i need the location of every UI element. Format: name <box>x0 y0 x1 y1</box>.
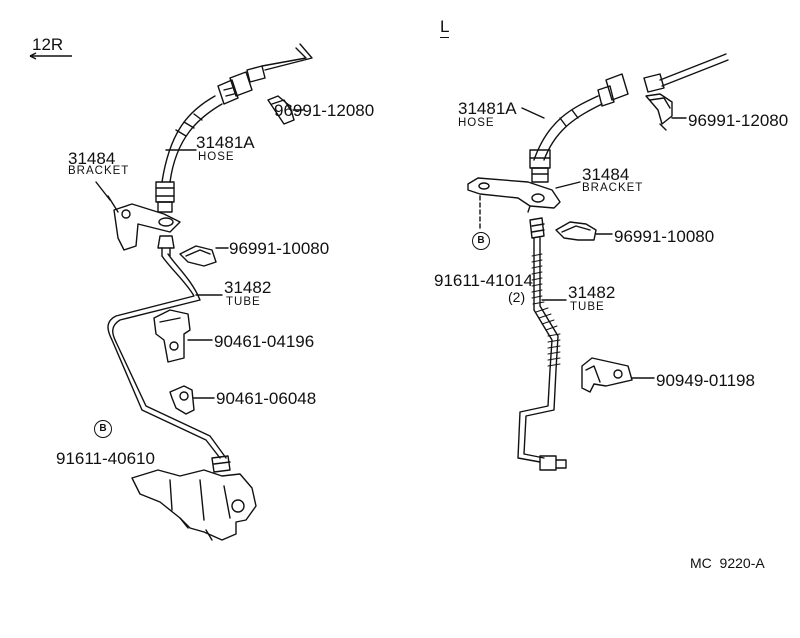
left-clamp-lower <box>169 385 195 415</box>
right-upper-pipe <box>643 53 729 93</box>
right-hose <box>533 95 603 161</box>
left-tube-end-fitting <box>211 455 231 473</box>
right-hose-fitting <box>529 149 551 183</box>
left-tube-nut <box>157 235 175 257</box>
left-clamp-upper-number: 90461-04196 <box>214 332 315 351</box>
left-hose-nut <box>217 71 253 105</box>
left-ref-mark: B <box>94 420 112 438</box>
right-bracket-part-number: 31484 <box>582 165 630 184</box>
right-clip-upper-number: 96991-12080 <box>688 111 789 130</box>
left-tube <box>107 253 227 459</box>
right-clip-middle-number: 96991-10080 <box>614 227 715 246</box>
right-clip-upper <box>645 93 673 131</box>
left-section-title: 12R <box>32 35 64 54</box>
right-bracket <box>467 177 561 213</box>
left-hose <box>161 95 223 183</box>
right-hose-name: HOSE <box>458 117 495 129</box>
left-bracket-name: BRACKET <box>68 165 130 177</box>
left-tube-name: TUBE <box>226 296 261 308</box>
left-clip-upper <box>267 95 295 125</box>
left-hose-name: HOSE <box>198 151 235 163</box>
left-bracket <box>107 195 181 251</box>
figure-code: MC 9220-A <box>690 555 765 571</box>
right-leader-bracket <box>555 181 581 189</box>
right-hose-part-number: 31481A <box>458 99 517 118</box>
left-bolt-number: 91611-40610 <box>56 449 155 468</box>
right-ref-mark: B <box>472 232 490 250</box>
right-bolt-quantity: (2) <box>508 289 526 305</box>
left-clamp-lower-number: 90461-06048 <box>216 389 317 408</box>
left-clip-middle-number: 96991-10080 <box>229 239 330 258</box>
right-tube-coil <box>531 253 561 367</box>
left-tube-part-number: 31482 <box>224 278 272 297</box>
right-bracket-name: BRACKET <box>582 182 644 194</box>
right-leader-hose <box>521 107 545 119</box>
right-hose-nut <box>597 73 629 107</box>
left-leader-bracket <box>95 181 111 201</box>
right-tube-nut <box>529 217 545 239</box>
right-section-title: L <box>440 17 450 38</box>
left-valve-body <box>131 469 257 541</box>
right-clamp-number: 90949-01198 <box>656 371 755 390</box>
right-clip-middle <box>555 221 597 241</box>
left-clip-upper-number: 96991-12080 <box>274 101 375 120</box>
right-tube-end-fitting <box>539 455 567 471</box>
section-arrow-head <box>29 52 37 60</box>
left-clamp-upper <box>153 309 191 363</box>
right-tube <box>517 237 559 463</box>
left-hose-fitting <box>155 181 175 213</box>
right-clamp <box>581 357 633 393</box>
left-clip-middle <box>179 245 217 267</box>
right-bolt-number: 91611-41014 <box>434 271 533 290</box>
left-upper-pipe <box>246 43 313 83</box>
right-tube-name: TUBE <box>570 301 605 313</box>
left-hose-part-number: 31481A <box>196 133 255 152</box>
left-bracket-part-number: 31484 <box>68 149 116 168</box>
right-tube-part-number: 31482 <box>568 283 616 302</box>
